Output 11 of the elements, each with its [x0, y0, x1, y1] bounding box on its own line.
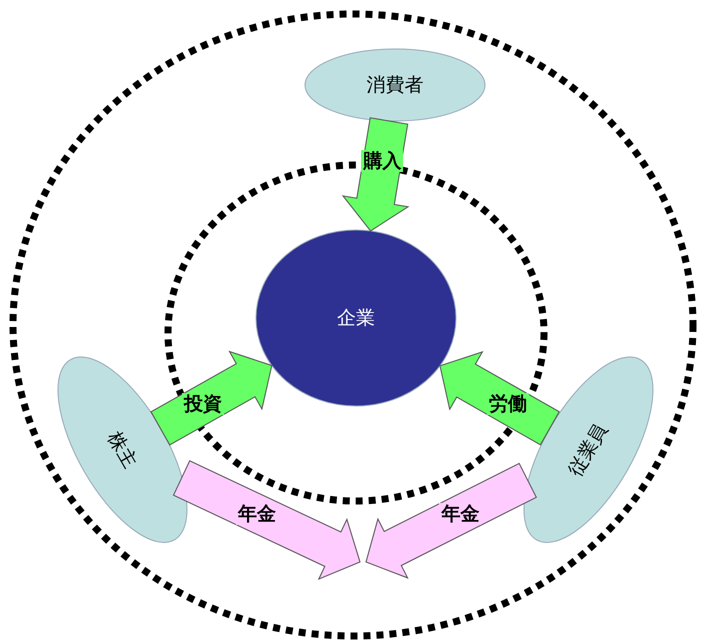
edge-label: 労働 [486, 393, 529, 416]
edge-label: 購入 [361, 150, 404, 172]
node-label: 従業員 [563, 418, 613, 482]
edge-label: 投資 [182, 393, 224, 416]
node-label: 企業 [337, 306, 375, 331]
edge-label: 年金 [439, 503, 482, 526]
node-label: 株主 [102, 427, 142, 473]
node-label: 消費者 [366, 73, 424, 98]
block-arrow [365, 462, 537, 579]
edge-label: 年金 [236, 502, 278, 525]
block-arrow [172, 460, 361, 580]
